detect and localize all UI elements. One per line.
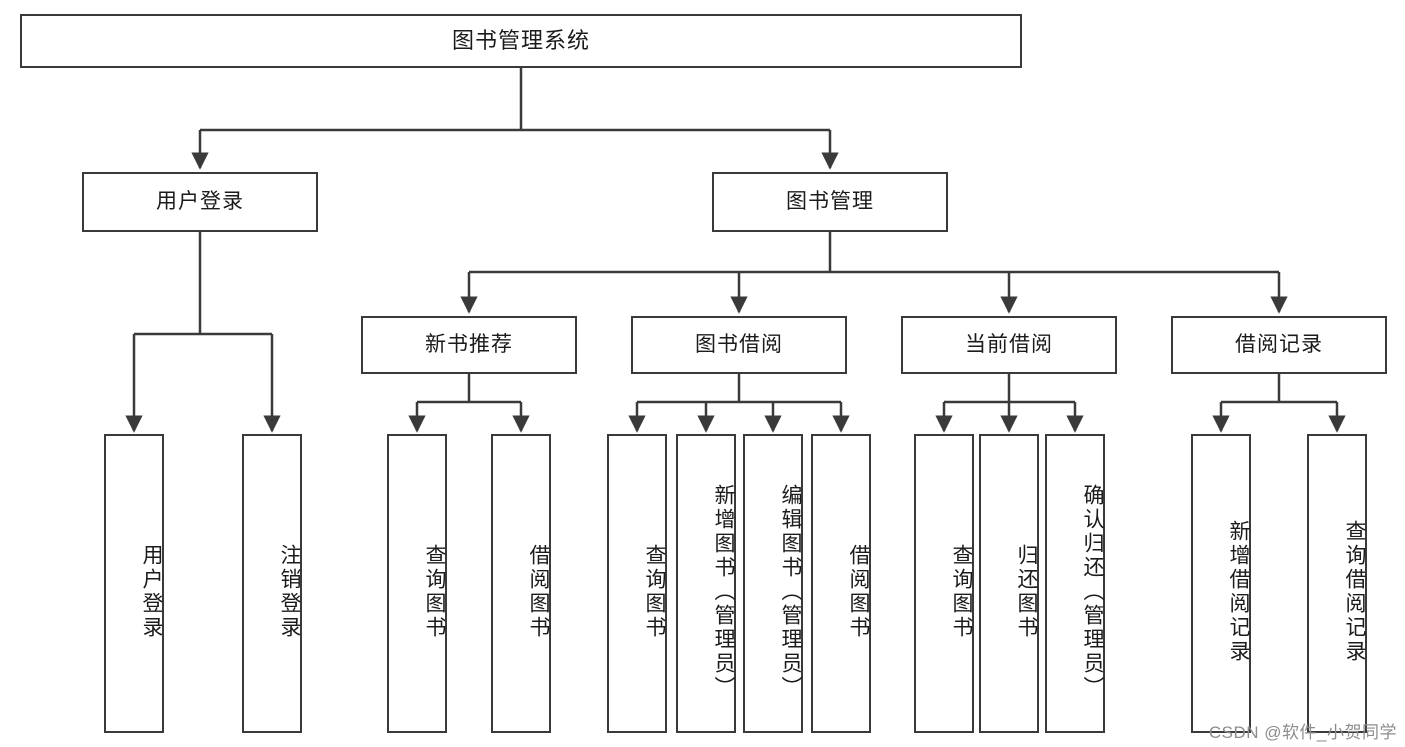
leaf-new-book-2[interactable]: 借阅图书 xyxy=(491,434,551,733)
leaf-label: 确认归还（管理员） xyxy=(1081,483,1104,700)
leaf-borrow-record-1[interactable]: 新增借阅记录 xyxy=(1191,434,1251,733)
node-current-borrow[interactable]: 当前借阅 xyxy=(901,316,1117,374)
node-book-manage[interactable]: 图书管理 xyxy=(712,172,948,232)
leaf-current-borrow-2[interactable]: 归还图书 xyxy=(979,434,1039,733)
node-new-book-recommend-label: 新书推荐 xyxy=(425,333,513,357)
leaf-label: 新增借阅记录 xyxy=(1227,519,1250,664)
leaf-label: 查询图书 xyxy=(423,543,446,640)
leaf-label: 用户登录 xyxy=(140,543,163,640)
node-current-borrow-label: 当前借阅 xyxy=(965,333,1053,357)
node-user-login[interactable]: 用户登录 xyxy=(82,172,318,232)
leaf-label: 查询图书 xyxy=(950,543,973,640)
node-new-book-recommend[interactable]: 新书推荐 xyxy=(361,316,577,374)
leaf-label: 借阅图书 xyxy=(847,543,870,640)
leaf-user-login-1[interactable]: 用户登录 xyxy=(104,434,164,733)
leaf-label: 归还图书 xyxy=(1015,543,1038,640)
node-root[interactable]: 图书管理系统 xyxy=(20,14,1022,68)
leaf-current-borrow-3[interactable]: 确认归还（管理员） xyxy=(1045,434,1105,733)
leaf-book-borrow-3[interactable]: 编辑图书（管理员） xyxy=(743,434,803,733)
watermark-text: CSDN @软件_小贺同学 xyxy=(1208,723,1397,742)
node-user-login-label: 用户登录 xyxy=(156,190,244,214)
node-borrow-record[interactable]: 借阅记录 xyxy=(1171,316,1387,374)
leaf-user-login-2[interactable]: 注销登录 xyxy=(242,434,302,733)
leaf-label: 注销登录 xyxy=(278,543,301,640)
leaf-new-book-1[interactable]: 查询图书 xyxy=(387,434,447,733)
leaf-borrow-record-2[interactable]: 查询借阅记录 xyxy=(1307,434,1367,733)
node-root-label: 图书管理系统 xyxy=(451,27,590,53)
leaf-book-borrow-2[interactable]: 新增图书（管理员） xyxy=(676,434,736,733)
node-book-borrow[interactable]: 图书借阅 xyxy=(631,316,847,374)
leaf-label: 查询借阅记录 xyxy=(1343,519,1366,664)
leaf-book-borrow-4[interactable]: 借阅图书 xyxy=(811,434,871,733)
leaf-current-borrow-1[interactable]: 查询图书 xyxy=(914,434,974,733)
node-borrow-record-label: 借阅记录 xyxy=(1235,333,1323,357)
leaf-label: 借阅图书 xyxy=(527,543,550,640)
leaf-label: 查询图书 xyxy=(643,543,666,640)
leaf-label: 新增图书（管理员） xyxy=(712,483,735,700)
leaf-book-borrow-1[interactable]: 查询图书 xyxy=(607,434,667,733)
leaf-label: 编辑图书（管理员） xyxy=(779,483,802,700)
node-book-manage-label: 图书管理 xyxy=(786,190,874,214)
node-book-borrow-label: 图书借阅 xyxy=(695,333,783,357)
